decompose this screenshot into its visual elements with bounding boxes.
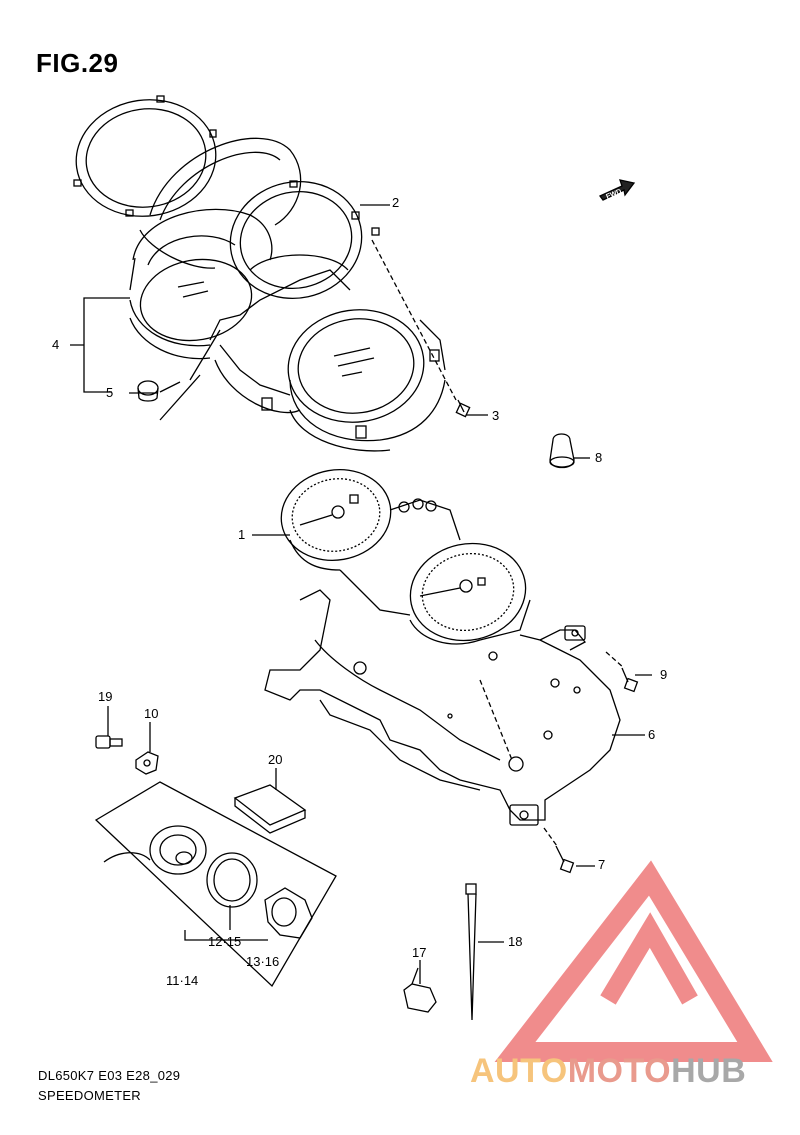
meter-lens-assembly [129,208,446,452]
screw-part-9 [605,651,639,693]
meter-case-part-6 [264,589,621,826]
callout-10: 10 [144,706,159,721]
callout-6: 6 [648,727,656,742]
meter-dials-part-1 [280,469,531,645]
watermark-logo [494,860,773,1062]
bolt-part-19 [95,735,123,749]
callout-13-16: 13·16 [246,954,280,969]
bezel-ring-middle [139,137,302,269]
callout-8: 8 [595,450,603,465]
pad-part-20 [233,784,307,834]
callout-18: 18 [508,934,523,949]
callout-9: 9 [660,667,668,682]
callout-4: 4 [52,337,60,352]
callout-7: 7 [598,857,606,872]
screw-part-7 [543,827,575,874]
figure-title: FIG.29 [36,48,119,78]
bezel-ring-left [73,95,217,217]
fwd-arrow-icon [598,179,636,201]
callout-4-lines [159,329,221,421]
callout-11-14: 11·14 [166,973,199,988]
clamp-part-17 [403,967,437,1013]
bezel-ring-part-2 [229,180,380,300]
cable-tie-part-18 [465,883,477,1021]
diagram-code: DL650K7 E03 E28_029 [38,1068,181,1083]
callout-2: 2 [392,195,400,210]
callout-20: 20 [268,752,283,767]
callout-1: 1 [238,527,246,542]
bulb-socket-kit [94,781,337,988]
diagram-caption: SPEEDOMETER [38,1088,141,1103]
callout-19: 19 [98,689,113,704]
watermark-part-2: MOTO [567,1052,672,1090]
cap-part-8 [549,433,575,469]
callout-4-bracket [70,297,130,393]
clip-nut-part-10 [135,751,159,775]
screw-part-3 [371,239,471,418]
callout-3: 3 [492,408,500,423]
grommet-part-5 [137,380,159,402]
callout-12-15: 12·15 [208,934,242,949]
callout-17: 17 [412,945,427,960]
watermark-text: AUTOMOTOHUB [470,1052,746,1091]
watermark-part-1: AUTO [470,1052,568,1090]
callout-5: 5 [106,385,114,400]
watermark-part-3: HUB [671,1052,747,1090]
